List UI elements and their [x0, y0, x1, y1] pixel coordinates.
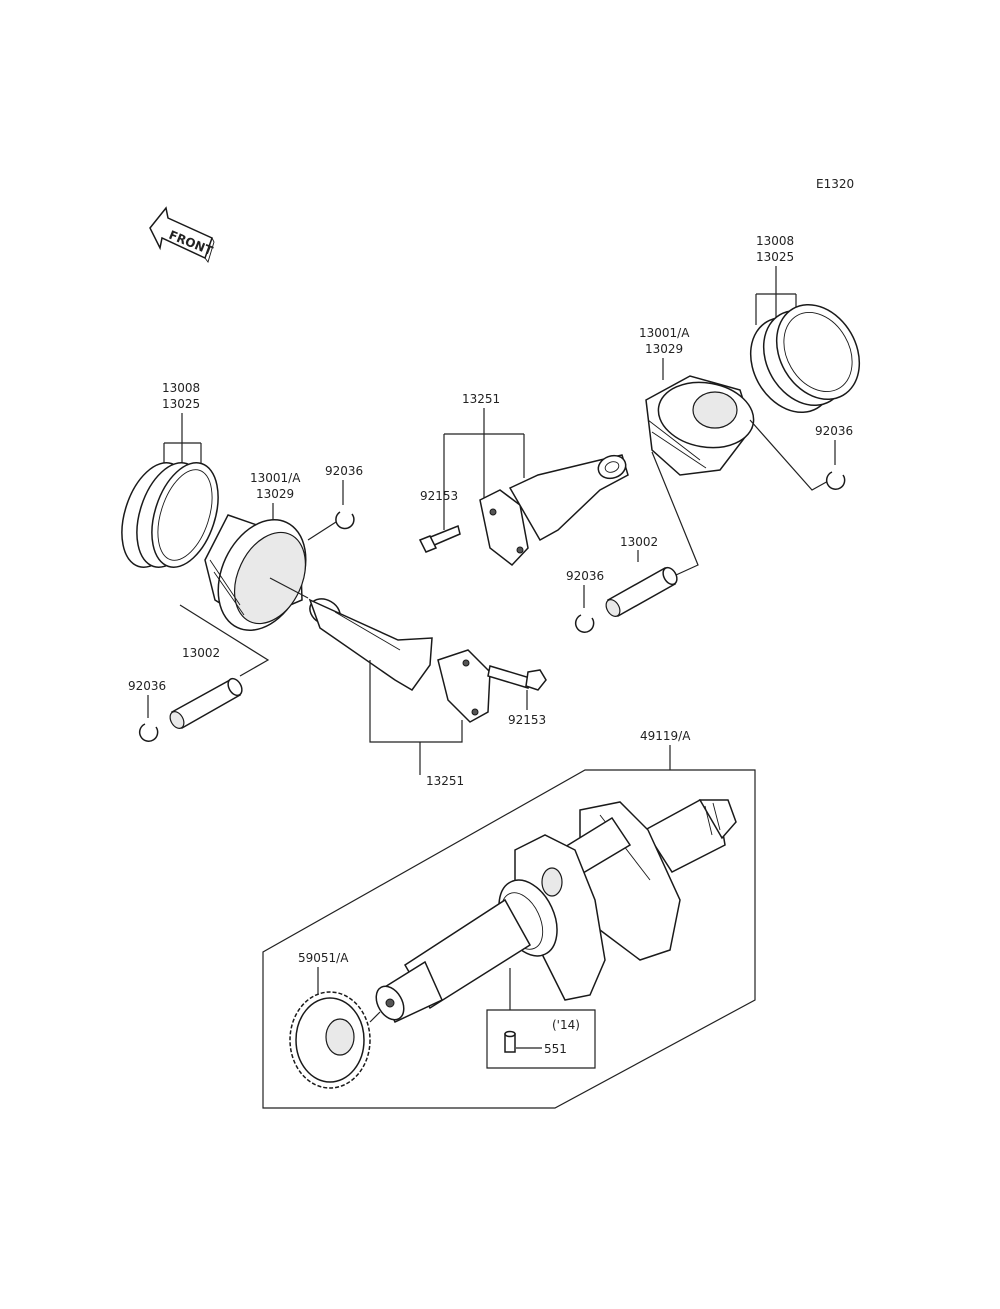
label-clip-left-top: 92036	[325, 464, 363, 478]
label-conrod-bottom: 13251	[426, 774, 464, 788]
label-clip-right-bottom: 92036	[566, 569, 604, 583]
label-pin-small: 551	[544, 1042, 567, 1056]
timing-gear	[289, 991, 371, 1089]
label-clip-left-bottom: 92036	[128, 679, 166, 693]
leader-piston-to-rod	[269, 577, 309, 599]
conrod-bottom	[308, 598, 491, 723]
leader-conrod-top	[443, 408, 525, 530]
circlip-left-top	[335, 511, 355, 530]
label-bolt-bottom: 92153	[508, 713, 546, 727]
label-bolt-top: 92153	[420, 489, 458, 503]
piston-left	[204, 514, 307, 631]
circlip-right-top	[825, 471, 846, 490]
label-piston-right-b: 13029	[645, 342, 683, 356]
piston-right	[645, 375, 755, 476]
leader-piston-to-clip	[307, 521, 337, 541]
leader-pin-left	[179, 604, 270, 677]
conrod-top	[479, 454, 629, 567]
piston-rings-right	[749, 303, 861, 414]
diagram-code: E1320	[816, 177, 854, 191]
crankshaft-frame	[262, 769, 756, 1109]
leader-rings-to-clip-right	[749, 419, 831, 491]
piston-pin-left	[169, 677, 243, 730]
label-rings-right-a: 13008	[756, 234, 794, 248]
label-piston-right-a: 13001/A	[639, 326, 690, 340]
label-pin-left: 13002	[182, 646, 220, 660]
pin-subframe	[486, 1009, 596, 1069]
circlip-left-bottom	[138, 723, 159, 742]
label-rings-right-b: 13025	[756, 250, 794, 264]
leader-conrod-bottom	[369, 660, 463, 775]
crankshaft	[375, 799, 737, 1023]
front-arrow: FRONT	[149, 206, 215, 263]
leader-rings-right	[755, 266, 797, 325]
label-rings-left-b: 13025	[162, 397, 200, 411]
label-piston-left-a: 13001/A	[250, 471, 301, 485]
label-pin-year: ('14)	[552, 1018, 580, 1032]
circlip-right-bottom	[574, 614, 595, 633]
label-conrod-top: 13251	[462, 392, 500, 406]
leader-gear-to-shaft	[369, 1011, 381, 1023]
label-piston-left-b: 13029	[256, 487, 294, 501]
dowel-pin	[504, 1030, 516, 1053]
leader-piston-to-pin-right	[651, 451, 699, 576]
label-rings-left-a: 13008	[162, 381, 200, 395]
bolt-bottom	[487, 665, 547, 691]
piston-pin-right	[605, 566, 678, 618]
bolt-top	[418, 524, 461, 553]
label-crankshaft: 49119/A	[640, 729, 691, 743]
label-pin-right: 13002	[620, 535, 658, 549]
label-gear: 59051/A	[298, 951, 349, 965]
label-clip-right-top: 92036	[815, 424, 853, 438]
piston-rings-left	[121, 462, 219, 568]
leader-rings-left	[163, 413, 202, 478]
